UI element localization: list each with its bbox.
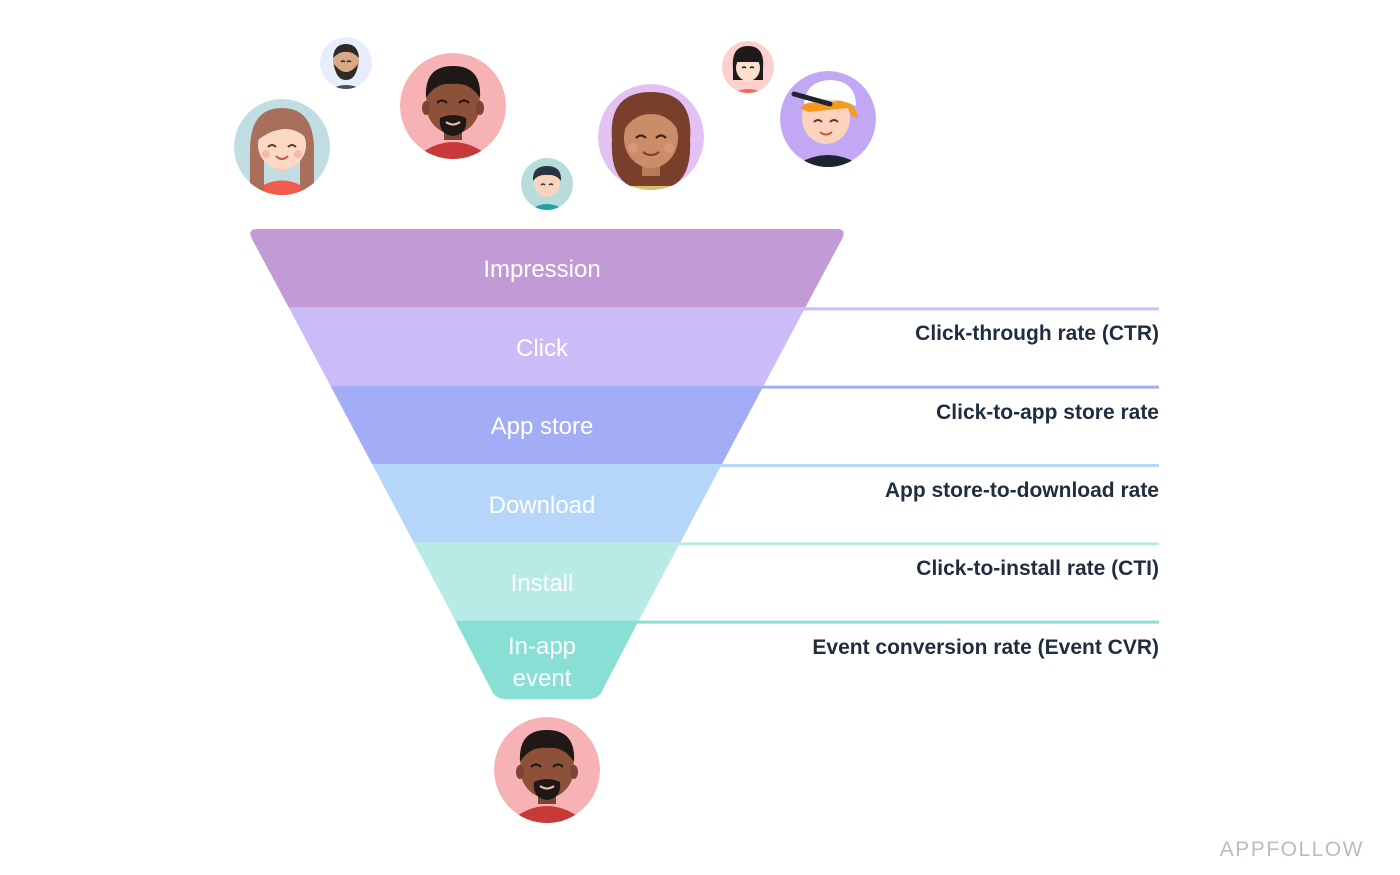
avatar-woman-curly-hair xyxy=(598,84,704,190)
stage-label-in-app-event: In-app xyxy=(508,633,576,660)
stage-label-click: Click xyxy=(516,335,569,362)
rate-label-app-store-to-download: App store-to-download rate xyxy=(885,479,1159,502)
avatar-converted-user xyxy=(494,717,600,823)
stage-label-download: Download xyxy=(489,492,596,519)
rate-label-cti: Click-to-install rate (CTI) xyxy=(916,557,1159,580)
stage-label-app-store: App store xyxy=(491,413,594,440)
rate-lines xyxy=(636,307,1159,624)
avatar-man-goatee xyxy=(400,53,506,159)
funnel-layer-download xyxy=(372,464,722,543)
funnel-layer-click xyxy=(288,307,806,386)
avatar-boy-small xyxy=(521,158,573,210)
funnel-layer-in-app-event xyxy=(455,620,639,699)
brand-logo: APPFOLLOW xyxy=(1219,838,1364,861)
stage-label-install: Install xyxy=(511,570,574,597)
avatar-boy-cap xyxy=(780,71,876,167)
rate-label-event-cvr: Event conversion rate (Event CVR) xyxy=(812,636,1159,659)
stage-label-impression: Impression xyxy=(483,256,600,283)
avatar-woman-brown-hair xyxy=(234,99,330,195)
rate-label-ctr: Click-through rate (CTR) xyxy=(915,322,1159,345)
funnel-layer-install xyxy=(413,542,681,621)
funnel-layer-impression xyxy=(250,229,844,308)
funnel xyxy=(250,229,844,699)
stage-label-in-app-event-line2: event xyxy=(513,665,572,692)
rate-label-click-to-app-store: Click-to-app store rate xyxy=(936,401,1159,424)
avatar-girl-small xyxy=(722,41,774,93)
funnel-layer-app-store xyxy=(330,385,764,464)
avatar-man-beard-small xyxy=(320,37,372,89)
